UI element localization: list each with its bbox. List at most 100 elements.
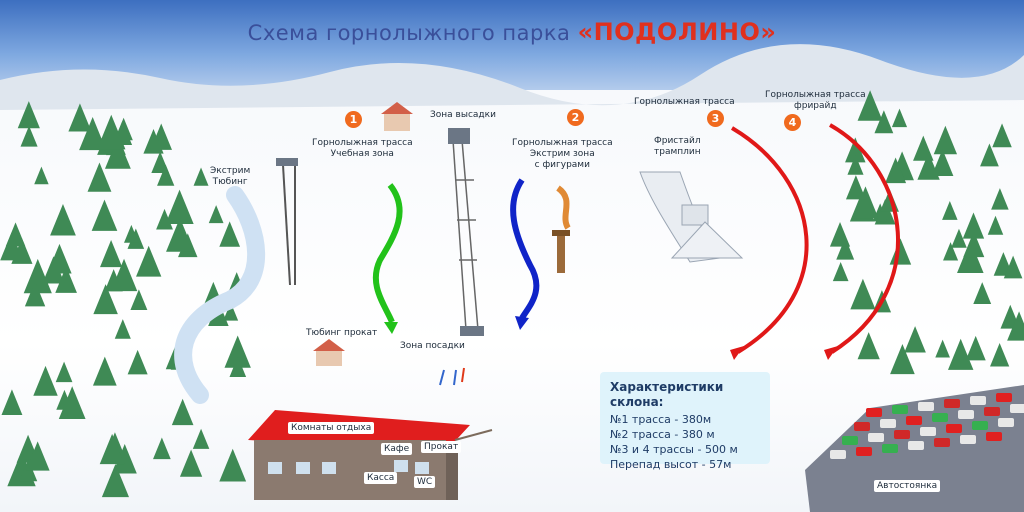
tree [33, 365, 58, 396]
tree [1, 389, 23, 415]
tree [24, 281, 46, 307]
left-lift [282, 164, 296, 286]
tree [962, 212, 985, 239]
tree [991, 188, 1009, 210]
right-forest [829, 90, 1024, 375]
car [868, 433, 884, 442]
label-trail3: Горнолыжная трасса [634, 97, 735, 107]
label-dropoff: Зона высадки [430, 110, 496, 120]
page-title: Схема горнолыжного парка «ПОДОЛИНО» [247, 18, 777, 46]
tree [935, 339, 950, 358]
tree [17, 101, 40, 129]
label-tubing-rent: Тюбинг прокат [306, 328, 378, 338]
car [854, 422, 870, 431]
label-rest-rooms: Комнаты отдыха [288, 422, 375, 434]
tree [889, 238, 912, 265]
tree [845, 137, 866, 163]
car [866, 408, 882, 417]
tree [25, 441, 50, 471]
tree [836, 237, 855, 260]
tree [58, 386, 86, 419]
tree [157, 164, 175, 186]
main-lift-top-station [448, 128, 470, 144]
tree [857, 90, 883, 121]
car [880, 419, 896, 428]
tree [852, 186, 879, 219]
car [1010, 404, 1024, 413]
tree [987, 215, 1004, 235]
info-heading: Характеристики склона: [610, 380, 724, 409]
label-tubing: Экстрим Тюбинг [210, 166, 251, 187]
info-line: №2 трасса - 380 м [610, 428, 715, 441]
tree [100, 240, 123, 268]
tree [845, 175, 866, 200]
tree [93, 284, 118, 315]
trail4-arrow [829, 123, 900, 354]
car [932, 413, 948, 422]
tree [97, 114, 126, 150]
label-freestyle: Фристайл трамплин [654, 136, 701, 157]
tree [20, 125, 38, 147]
car [882, 444, 898, 453]
tree [101, 463, 130, 498]
tree [114, 319, 131, 339]
marker-3: 3 [707, 110, 724, 127]
tree [224, 335, 251, 368]
left-lift-top [276, 158, 298, 166]
car [918, 402, 934, 411]
tree [87, 162, 112, 192]
tree [55, 266, 77, 293]
tree [973, 282, 992, 305]
tree [1007, 311, 1024, 341]
tree [219, 448, 247, 482]
car [908, 441, 924, 450]
tree [832, 261, 849, 282]
tree [68, 103, 92, 132]
car [830, 450, 846, 459]
tree [91, 199, 118, 231]
tree [829, 222, 851, 247]
tree [47, 243, 72, 274]
car [906, 416, 922, 425]
car [984, 407, 1000, 416]
tree [171, 398, 194, 426]
tree [208, 205, 224, 224]
trail1-arrow [372, 183, 403, 324]
tree [193, 167, 209, 186]
tree [933, 125, 958, 155]
fence [454, 429, 493, 441]
car [996, 393, 1012, 402]
car [986, 432, 1002, 441]
rental-house-top [381, 102, 413, 131]
tree [904, 326, 926, 353]
label-parking: Автостоянка [874, 480, 941, 492]
tree [229, 356, 247, 377]
car [960, 435, 976, 444]
marker-1: 1 [345, 111, 362, 128]
car [972, 421, 988, 430]
marker-4: 4 [784, 114, 801, 131]
tree [913, 135, 934, 161]
tree [847, 155, 864, 175]
tree [165, 189, 194, 225]
car [894, 430, 910, 439]
car [946, 424, 962, 433]
figure-slide [556, 185, 571, 230]
car [920, 427, 936, 436]
tree [1003, 255, 1023, 279]
tree [104, 137, 131, 169]
tree [885, 157, 907, 184]
car [998, 418, 1014, 427]
tree [931, 149, 954, 177]
figure-pillar [557, 235, 565, 273]
tree [124, 224, 139, 243]
brand-name: «ПОДОЛИНО» [577, 18, 777, 46]
main-lift [452, 139, 479, 331]
car [842, 436, 858, 445]
car [892, 405, 908, 414]
car [958, 410, 974, 419]
tree [890, 343, 915, 375]
tree [79, 116, 107, 151]
trail3-arrow [730, 126, 809, 354]
